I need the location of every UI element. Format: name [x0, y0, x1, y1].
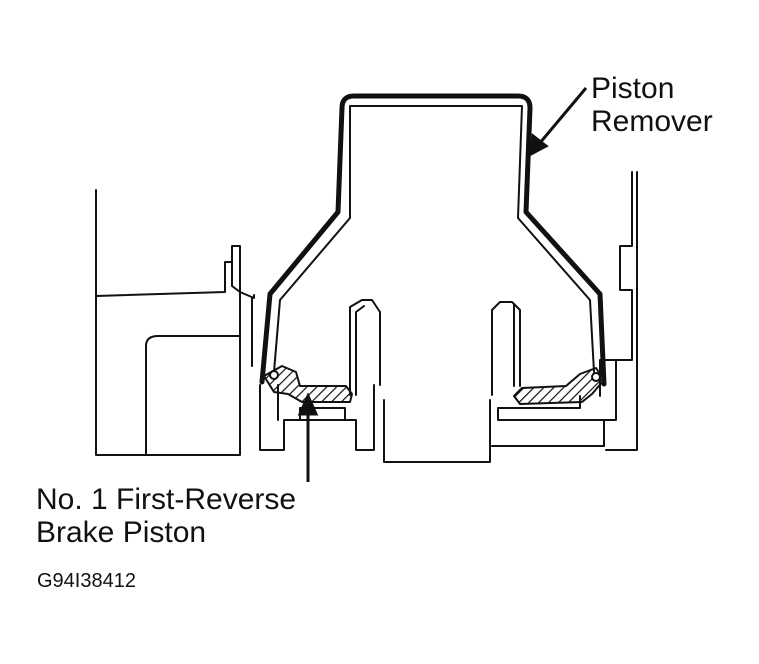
piston-remover-inner-wall	[273, 105, 595, 373]
right-case-outline	[603, 171, 638, 451]
left-inner-housing	[145, 335, 241, 456]
piston-remover-tool	[259, 93, 607, 387]
left-base-step	[259, 384, 375, 451]
left-tower	[349, 299, 381, 396]
seal-right	[591, 372, 601, 382]
seal-left	[269, 370, 279, 380]
piston-remover-label-line-1: Piston	[591, 72, 675, 105]
center-shaft	[383, 399, 491, 463]
piston-arrowhead	[297, 392, 319, 416]
left-case-outline	[95, 189, 255, 456]
brake-piston-right	[513, 367, 605, 405]
remover-leader-line	[532, 87, 588, 151]
left-tower-inner	[355, 305, 365, 396]
figure-code: G94I38412	[37, 570, 136, 592]
brake-piston-label-line-1: No. 1 First-Reverse	[36, 483, 297, 516]
brake-piston-label-line-2: Brake Piston	[36, 516, 207, 549]
remover-arrowhead	[529, 133, 549, 157]
brake-piston-label: No. 1 First-Reverse Brake Piston	[36, 483, 296, 549]
brake-piston-left	[263, 365, 353, 403]
left-case-top-line	[95, 261, 233, 297]
piston-remover-label: Piston Remover	[591, 72, 713, 138]
right-tower	[491, 301, 521, 396]
piston-remover-label-line-2: Remover	[591, 105, 713, 138]
